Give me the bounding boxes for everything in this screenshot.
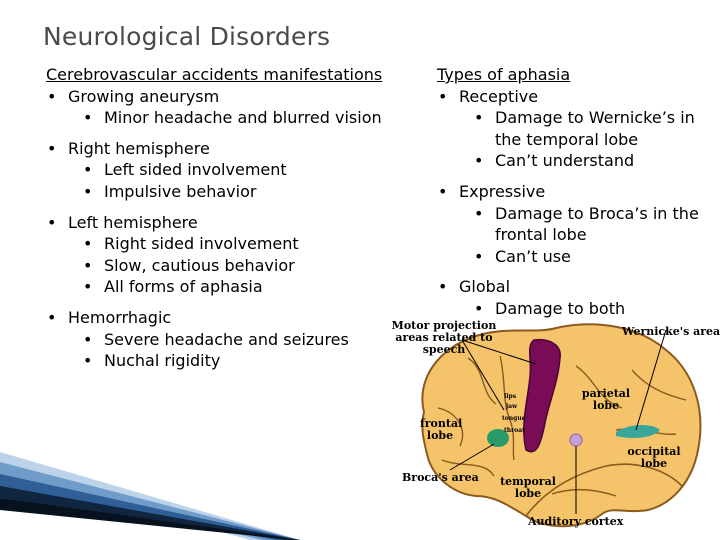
wernickes-area (616, 425, 660, 438)
lateral-sulcus (525, 463, 683, 517)
sub-bullet: Can’t understand (437, 150, 707, 172)
auditory-cortex-label: Auditory cortex (528, 515, 624, 528)
label-lips: lips (504, 393, 517, 400)
bullet-left-hemisphere: Left hemisphere (46, 212, 426, 234)
frontal-lobe-label: frontal lobe (420, 417, 463, 442)
aphasia-heading: Types of aphasia (437, 65, 571, 84)
motor-projection-label: Motor projection areas related to speech (391, 319, 497, 356)
sub-bullet: All forms of aphasia (46, 276, 426, 298)
bullet-receptive: Receptive (437, 86, 707, 108)
sub-bullet: Damage to Broca’s in the frontal lobe (437, 203, 707, 246)
brocas-area-label: Broca's area (402, 471, 479, 484)
parietal-lobe-label: parietal lobe (581, 387, 631, 412)
temporal-lobe-label: temporal lobe (500, 475, 556, 500)
sub-bullet: Nuchal rigidity (46, 350, 426, 372)
bullet-hemorrhagic: Hemorrhagic (46, 307, 426, 329)
brain-diagram: lips jaw tongue throat Motor projection … (376, 300, 720, 540)
manifestations-column: Cerebrovascular accidents manifestations… (46, 64, 426, 372)
sub-bullet: Damage to both (437, 298, 707, 320)
manifestations-heading: Cerebrovascular accidents manifestations (46, 65, 383, 84)
label-tongue: tongue (502, 415, 526, 422)
slide-title: Neurological Disorders (43, 22, 331, 51)
sub-bullet: Right sided involvement (46, 233, 426, 255)
bullet-global: Global (437, 276, 707, 298)
sub-bullet: Impulsive behavior (46, 181, 426, 203)
bullet-growing-aneurysm: Growing aneurysm (46, 86, 426, 108)
aphasia-column: Types of aphasia Receptive Damage to Wer… (437, 64, 707, 320)
sub-bullet: Damage to Wernicke’s in the temporal lob… (437, 107, 707, 150)
motor-area (523, 338, 561, 453)
sub-bullet: Minor headache and blurred vision (46, 107, 426, 129)
wernickes-area-label: Wernicke's area (622, 325, 720, 338)
occipital-lobe-label: occipital lobe (627, 445, 681, 470)
sub-bullet: Severe headache and seizures (46, 329, 426, 351)
sub-bullet: Left sided involvement (46, 159, 426, 181)
brain-outline (421, 323, 702, 528)
bullet-expressive: Expressive (437, 181, 707, 203)
bullet-right-hemisphere: Right hemisphere (46, 138, 426, 160)
label-jaw: jaw (505, 403, 518, 410)
auditory-cortex (569, 433, 583, 447)
label-throat: throat (504, 427, 525, 434)
sub-bullet: Slow, cautious behavior (46, 255, 426, 277)
brain-illustration: lips jaw tongue throat (421, 323, 702, 528)
sub-bullet: Can’t use (437, 246, 707, 268)
brocas-area (487, 429, 509, 447)
decorative-stripes (0, 452, 300, 540)
